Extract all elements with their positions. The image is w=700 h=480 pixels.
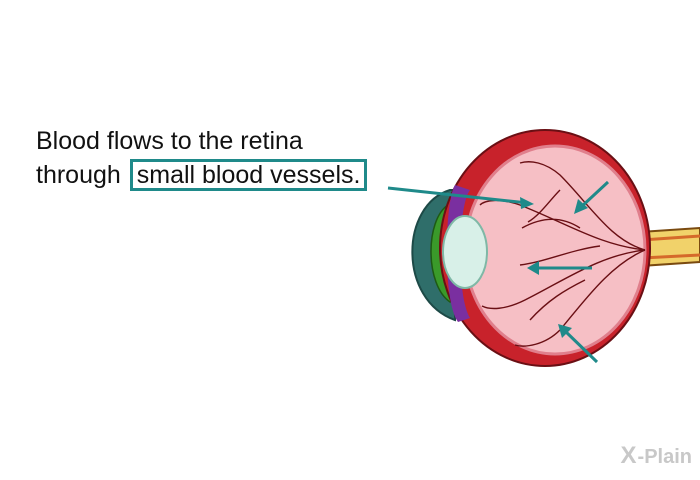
caption-line-2: through small blood vessels.	[36, 158, 368, 192]
logo-x: X	[620, 442, 637, 469]
xplain-logo: X-Plain	[621, 442, 692, 470]
caption-line-2-prefix: through	[36, 161, 121, 189]
optic-nerve-stripe	[641, 234, 700, 260]
caption-line-1: Blood flows to the retina	[36, 127, 303, 155]
callout-arrowhead	[520, 197, 534, 209]
caption-text: Blood flows to the retina through small …	[36, 124, 368, 192]
logo-text: -Plain	[637, 446, 692, 468]
lens	[442, 215, 488, 289]
highlighted-term: small blood vessels.	[129, 159, 368, 191]
retina	[463, 144, 647, 356]
flow-arrows	[527, 180, 610, 364]
callout-line	[387, 186, 529, 205]
